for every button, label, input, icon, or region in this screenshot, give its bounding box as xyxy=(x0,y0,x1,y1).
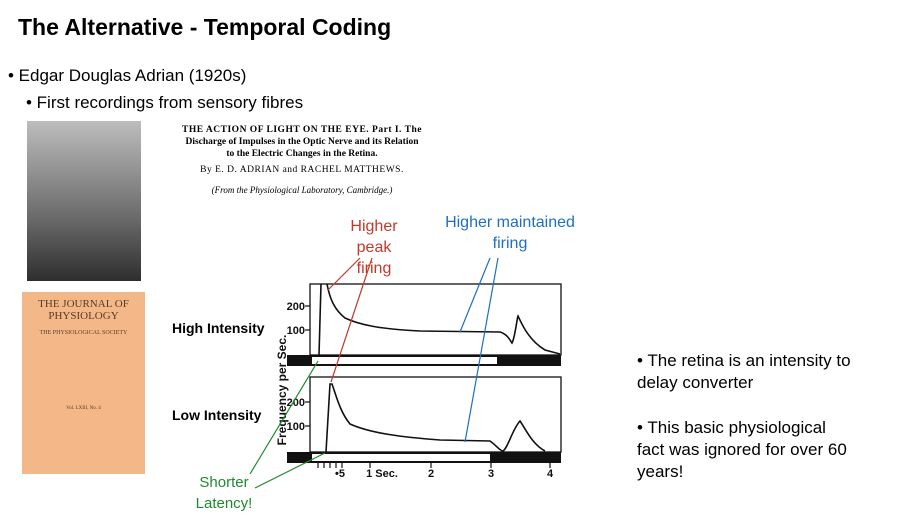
annotation-line: Shorter xyxy=(199,474,249,491)
annotation-line: firing xyxy=(356,260,392,277)
annotation-line: Higher peak xyxy=(350,218,398,256)
bottom-panel-frame xyxy=(309,376,562,453)
paper-affiliation: (From the Physiological Laboratory, Camb… xyxy=(211,185,393,195)
high-intensity-label: High Intensity xyxy=(172,320,265,336)
text-line: delay converter xyxy=(637,373,754,392)
journal-cover: THE JOURNAL OF PHYSIOLOGY THE PHYSIOLOGI… xyxy=(22,292,145,474)
text-line: • The retina is an intensity to xyxy=(637,351,851,370)
maintained-arrows xyxy=(459,257,499,443)
adrian-photo xyxy=(27,121,141,281)
text-line: fact was ignored for over 60 xyxy=(637,440,847,459)
paper-authors: By E. D. ADRIAN and RACHEL MATTHEWS. xyxy=(200,165,404,175)
peak-annotation: Higher peak firing xyxy=(333,216,415,279)
right-point-2: • This basic physiological fact was ignor… xyxy=(637,417,847,483)
paper-title: to the Electric Changes in the Retina. xyxy=(226,149,378,159)
journal-line: THE JOURNAL OF xyxy=(38,298,129,310)
annotation-line: Latency! xyxy=(195,495,253,512)
text-line: years! xyxy=(637,462,684,481)
ytick-top-100: 100 xyxy=(287,325,305,337)
paper-title: Discharge of Impulses in the Optic Nerve… xyxy=(185,137,419,147)
xtick-4: 4 xyxy=(547,468,554,480)
peak-arrows xyxy=(327,257,373,383)
latency-arrows xyxy=(249,360,326,489)
right-point-1: • The retina is an intensity to delay con… xyxy=(637,350,851,394)
xtick-1: 1 Sec. xyxy=(366,468,398,480)
text-line: • This basic physiological xyxy=(637,418,826,437)
paper-header: THE ACTION OF LIGHT ON THE EYE. Part I. … xyxy=(152,124,452,196)
slide-title: The Alternative - Temporal Coding xyxy=(18,14,392,40)
bullet-recordings: • First recordings from sensory fibres xyxy=(26,93,304,112)
journal-line: THE PHYSIOLOGICAL SOCIETY xyxy=(39,330,128,336)
xtick-0-5: •5 xyxy=(335,468,345,480)
journal-volume: Vol. LXIII, No. 4 xyxy=(66,406,101,411)
ytick-top-200: 200 xyxy=(287,301,305,313)
annotation-line: firing xyxy=(492,235,528,252)
paper-title: THE ACTION OF LIGHT ON THE EYE. Part I. … xyxy=(182,125,422,135)
y-axis-label: Frequency per Sec. xyxy=(275,335,289,446)
low-intensity-label: Low Intensity xyxy=(172,407,262,423)
bullet-adrian: • Edgar Douglas Adrian (1920s) xyxy=(8,66,247,85)
bottom-light-on xyxy=(312,454,490,461)
annotation-line: Higher maintained xyxy=(445,214,575,231)
ytick-bottom-100: 100 xyxy=(287,421,305,433)
high-intensity-trace xyxy=(318,283,561,356)
xtick-2: 2 xyxy=(428,468,434,480)
journal-line: PHYSIOLOGY xyxy=(48,310,119,322)
top-light-on xyxy=(312,357,497,364)
xtick-3: 3 xyxy=(488,468,494,480)
maintained-annotation: Higher maintained firing xyxy=(445,212,575,254)
low-intensity-trace xyxy=(325,383,546,453)
